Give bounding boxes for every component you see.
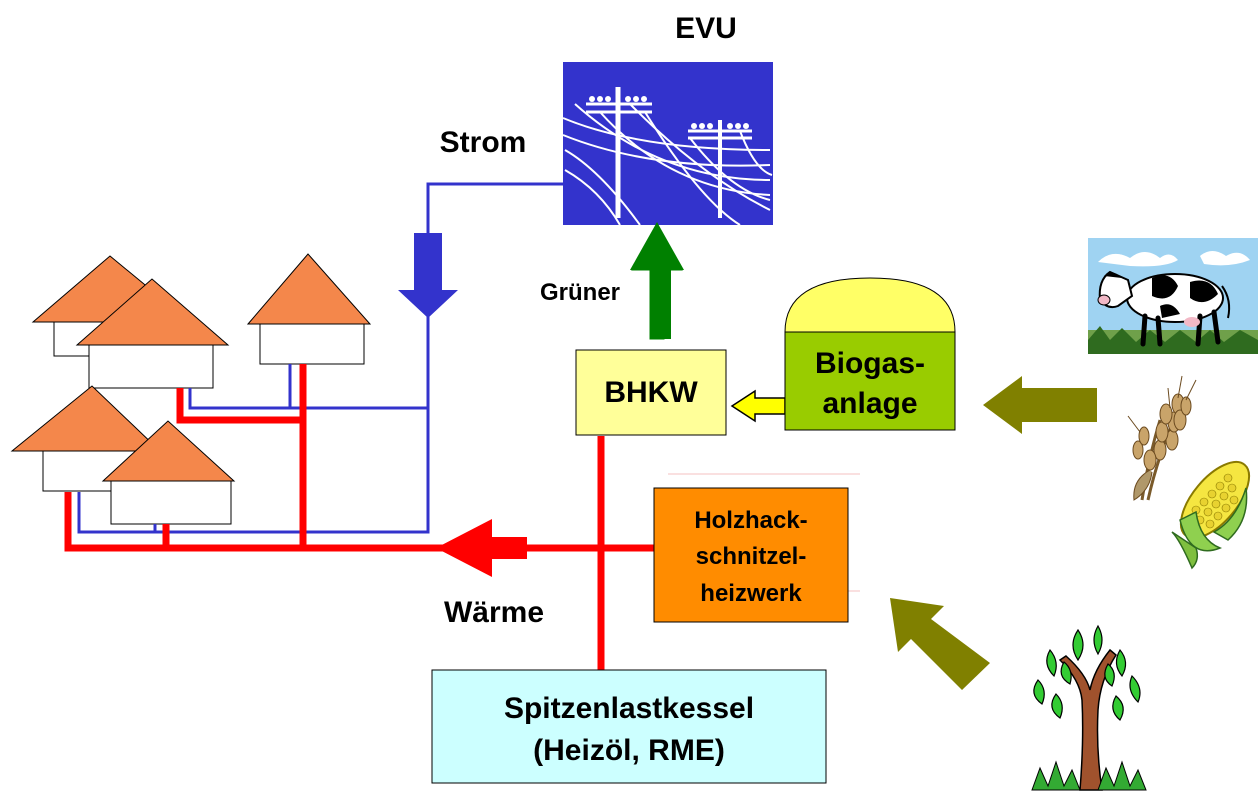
gruener-label: Grüner [540, 279, 620, 306]
feed-arrow-wood [890, 598, 990, 690]
heat-flow-arrow [436, 519, 527, 577]
power-line-network [77, 182, 563, 534]
tree-icon [1031, 624, 1147, 791]
bhkw-label: BHKW [604, 376, 698, 409]
spitzen-label-line1: Spitzenlastkessel [504, 692, 754, 725]
house-icon [101, 420, 236, 525]
biogas-label-line1: Biogas- [815, 347, 925, 380]
holz-label-line1: Holzhack- [694, 507, 807, 534]
feed-arrow-biogas [983, 376, 1097, 434]
wheat-icon [1127, 375, 1197, 501]
biogas-plant [784, 277, 956, 431]
evu-label: EVU [675, 12, 737, 45]
strom-label: Strom [440, 126, 527, 159]
house-icon [246, 253, 372, 365]
spitzen-box [431, 669, 827, 784]
holz-label-line2: schnitzel- [696, 543, 807, 570]
power-lines-icon [562, 62, 773, 226]
cow-icon [1088, 238, 1258, 354]
spitzen-label-line2: (Heizöl, RME) [533, 734, 725, 767]
gas-flow-arrow [730, 389, 786, 423]
waerme-label: Wärme [444, 596, 544, 629]
bhkw-box [575, 349, 727, 436]
corn-icon [1171, 461, 1251, 570]
power-flow-arrow [398, 233, 458, 318]
biogas-label-line2: anlage [822, 387, 917, 420]
holz-label-line3: heizwerk [700, 580, 802, 607]
holz-box [653, 487, 849, 623]
house-icon [75, 278, 230, 389]
